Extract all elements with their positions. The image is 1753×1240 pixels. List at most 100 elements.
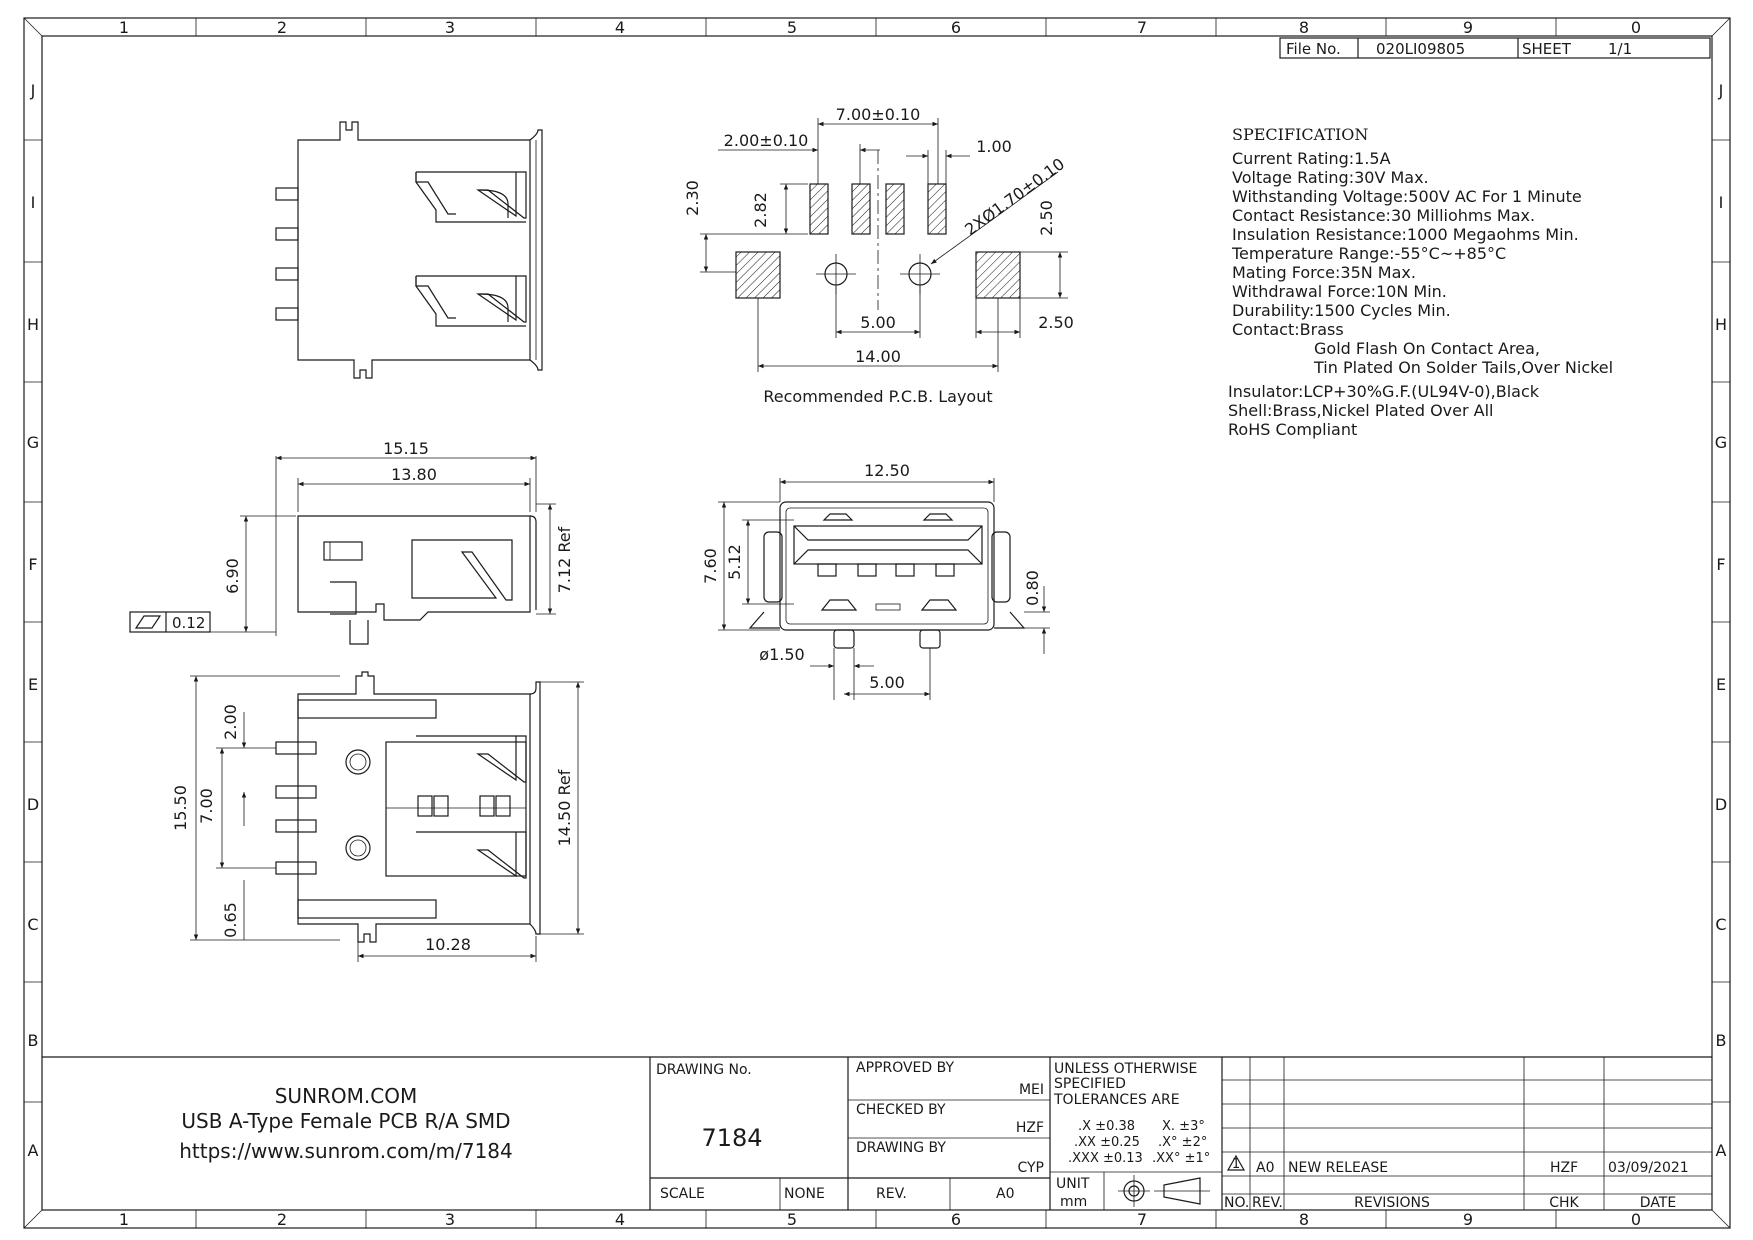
dim-15-50: 15.50 xyxy=(171,785,190,831)
col-label: 1 xyxy=(119,18,129,37)
flatness-frame xyxy=(129,611,211,633)
row-label: I xyxy=(1719,193,1724,212)
rev-header-rev: REV. xyxy=(1252,1195,1283,1211)
pcb-dim-2-50-h: 2.50 xyxy=(1038,313,1074,332)
rev-row-date: 03/09/2021 xyxy=(1608,1160,1689,1176)
rev-row-description: NEW RELEASE xyxy=(1288,1160,1388,1176)
col-label: 6 xyxy=(951,1210,961,1229)
approved-by-label: APPROVED BY xyxy=(856,1060,954,1076)
pcb-dim-2-50-v: 2.50 xyxy=(1037,200,1056,236)
file-number-box: File No. 020LI09805 SHEET 1/1 xyxy=(1279,37,1711,59)
front-dim-5-00: 5.00 xyxy=(869,673,905,692)
dim-14-50-ref: 14.50 Ref xyxy=(555,769,574,846)
spec-title: SPECIFICATION xyxy=(1232,125,1368,144)
col-label: 7 xyxy=(1137,18,1147,37)
top-view xyxy=(275,121,543,379)
dim-2-00: 2.00 xyxy=(221,704,240,740)
row-label: E xyxy=(28,675,38,694)
projection-symbol-icon xyxy=(1118,1175,1210,1207)
file-no-label: File No. xyxy=(1286,40,1341,58)
row-label: H xyxy=(27,315,39,334)
revision-triangle-icon: 1 xyxy=(1226,1154,1246,1172)
tol-angle-xxx: .XX° ±1° xyxy=(1152,1151,1210,1166)
dim-7-12-ref: 7.12 Ref xyxy=(555,526,574,593)
pcb-dim-5-00: 5.00 xyxy=(860,313,896,332)
row-label: G xyxy=(1715,433,1727,452)
col-label: 2 xyxy=(277,1210,287,1229)
pcb-caption: Recommended P.C.B. Layout xyxy=(763,387,992,406)
spec-line: Gold Flash On Contact Area, xyxy=(1314,339,1540,358)
col-label: 6 xyxy=(951,18,961,37)
company-name: SUNROM.COM xyxy=(275,1084,418,1108)
spec-line: Voltage Rating:30V Max. xyxy=(1232,168,1429,187)
row-label: D xyxy=(27,795,39,814)
front-view: 12.50 7.60 5.12 0.80 ø1.50 5.00 xyxy=(701,461,1050,700)
sheet-value: 1/1 xyxy=(1608,40,1632,58)
row-label: B xyxy=(1716,1031,1727,1050)
drawing-no-label: DRAWING No. xyxy=(656,1062,752,1078)
tol-line-3: TOLERANCES ARE xyxy=(1053,1092,1180,1108)
col-label: 4 xyxy=(615,1210,625,1229)
row-label: I xyxy=(31,193,36,212)
col-label: 1 xyxy=(119,1210,129,1229)
drawing-by-value: CYP xyxy=(1017,1160,1044,1176)
product-url: https://www.sunrom.com/m/7184 xyxy=(179,1139,513,1163)
tol-line-2: SPECIFIED xyxy=(1054,1076,1126,1092)
row-label: G xyxy=(27,433,39,452)
pcb-dim-2-82: 2.82 xyxy=(751,192,770,228)
col-label: 3 xyxy=(445,1210,455,1229)
col-label: 4 xyxy=(615,18,625,37)
svg-text:1: 1 xyxy=(1232,1157,1240,1172)
row-label: E xyxy=(1716,675,1726,694)
spec-line: Withstanding Voltage:500V AC For 1 Minut… xyxy=(1232,187,1582,206)
tol-angle-xx: .X° ±2° xyxy=(1158,1135,1207,1150)
spec-line: Tin Plated On Solder Tails,Over Nickel xyxy=(1313,358,1613,377)
tol-xxx: .XXX ±0.13 xyxy=(1068,1151,1143,1166)
pcb-dim-2-30: 2.30 xyxy=(683,180,702,216)
col-label: 9 xyxy=(1463,1210,1473,1229)
row-label: D xyxy=(1715,795,1727,814)
unit-value: mm xyxy=(1060,1194,1087,1210)
row-label: F xyxy=(1716,555,1725,574)
col-label: 5 xyxy=(787,1210,797,1229)
flatness-value: 0.12 xyxy=(172,614,205,632)
dim-13-80: 13.80 xyxy=(391,465,437,484)
col-label: 0 xyxy=(1631,18,1641,37)
col-label: 9 xyxy=(1463,18,1473,37)
spec-line: Insulation Resistance:1000 Megaohms Min. xyxy=(1232,225,1579,244)
spec-line: Current Rating:1.5A xyxy=(1232,149,1391,168)
spec-line: Mating Force:35N Max. xyxy=(1232,263,1416,282)
tol-x: .X ±0.38 xyxy=(1078,1119,1135,1134)
front-dim-12-50: 12.50 xyxy=(864,461,910,480)
rev-value: A0 xyxy=(996,1186,1014,1202)
rev-header-revisions: REVISIONS xyxy=(1354,1195,1430,1211)
rev-header-chk: CHK xyxy=(1549,1195,1579,1211)
rev-row-rev: A0 xyxy=(1256,1160,1274,1176)
row-label: J xyxy=(30,81,36,100)
rev-label: REV. xyxy=(876,1186,907,1202)
file-no-value: 020LI09805 xyxy=(1376,40,1465,58)
spec-line: RoHS Compliant xyxy=(1228,420,1357,439)
rev-header-date: DATE xyxy=(1640,1195,1676,1211)
spec-line: Contact Resistance:30 Milliohms Max. xyxy=(1232,206,1535,225)
drawing-no-value: 7184 xyxy=(701,1124,762,1152)
row-label: A xyxy=(28,1141,39,1160)
row-label: C xyxy=(1715,915,1726,934)
tol-line-1: UNLESS OTHERWISE xyxy=(1054,1061,1197,1077)
pcb-dim-2-00: 2.00±0.10 xyxy=(724,131,809,150)
bottom-view: 15.50 7.00 2.00 0.65 14.50 Ref 10.28 xyxy=(171,671,584,962)
pcb-dim-1-00: 1.00 xyxy=(976,137,1012,156)
row-label: C xyxy=(27,915,38,934)
drawing-by-label: DRAWING BY xyxy=(856,1140,946,1156)
revision-table: 1 A0 NEW RELEASE HZF 03/09/2021 NO. REV.… xyxy=(1222,1057,1712,1211)
front-dim-7-60: 7.60 xyxy=(701,548,720,584)
flatness-icon xyxy=(134,615,162,629)
sheet-label: SHEET xyxy=(1522,40,1572,58)
pcb-layout: 7.00±0.10 2.00±0.10 1.00 2.30 2.82 2.50 … xyxy=(683,105,1074,406)
front-dim-5-12: 5.12 xyxy=(725,544,744,580)
row-label: B xyxy=(28,1031,39,1050)
spec-line: Shell:Brass,Nickel Plated Over All xyxy=(1228,401,1493,420)
rev-row-chk: HZF xyxy=(1550,1160,1578,1176)
spec-line: Contact:Brass xyxy=(1232,320,1344,339)
